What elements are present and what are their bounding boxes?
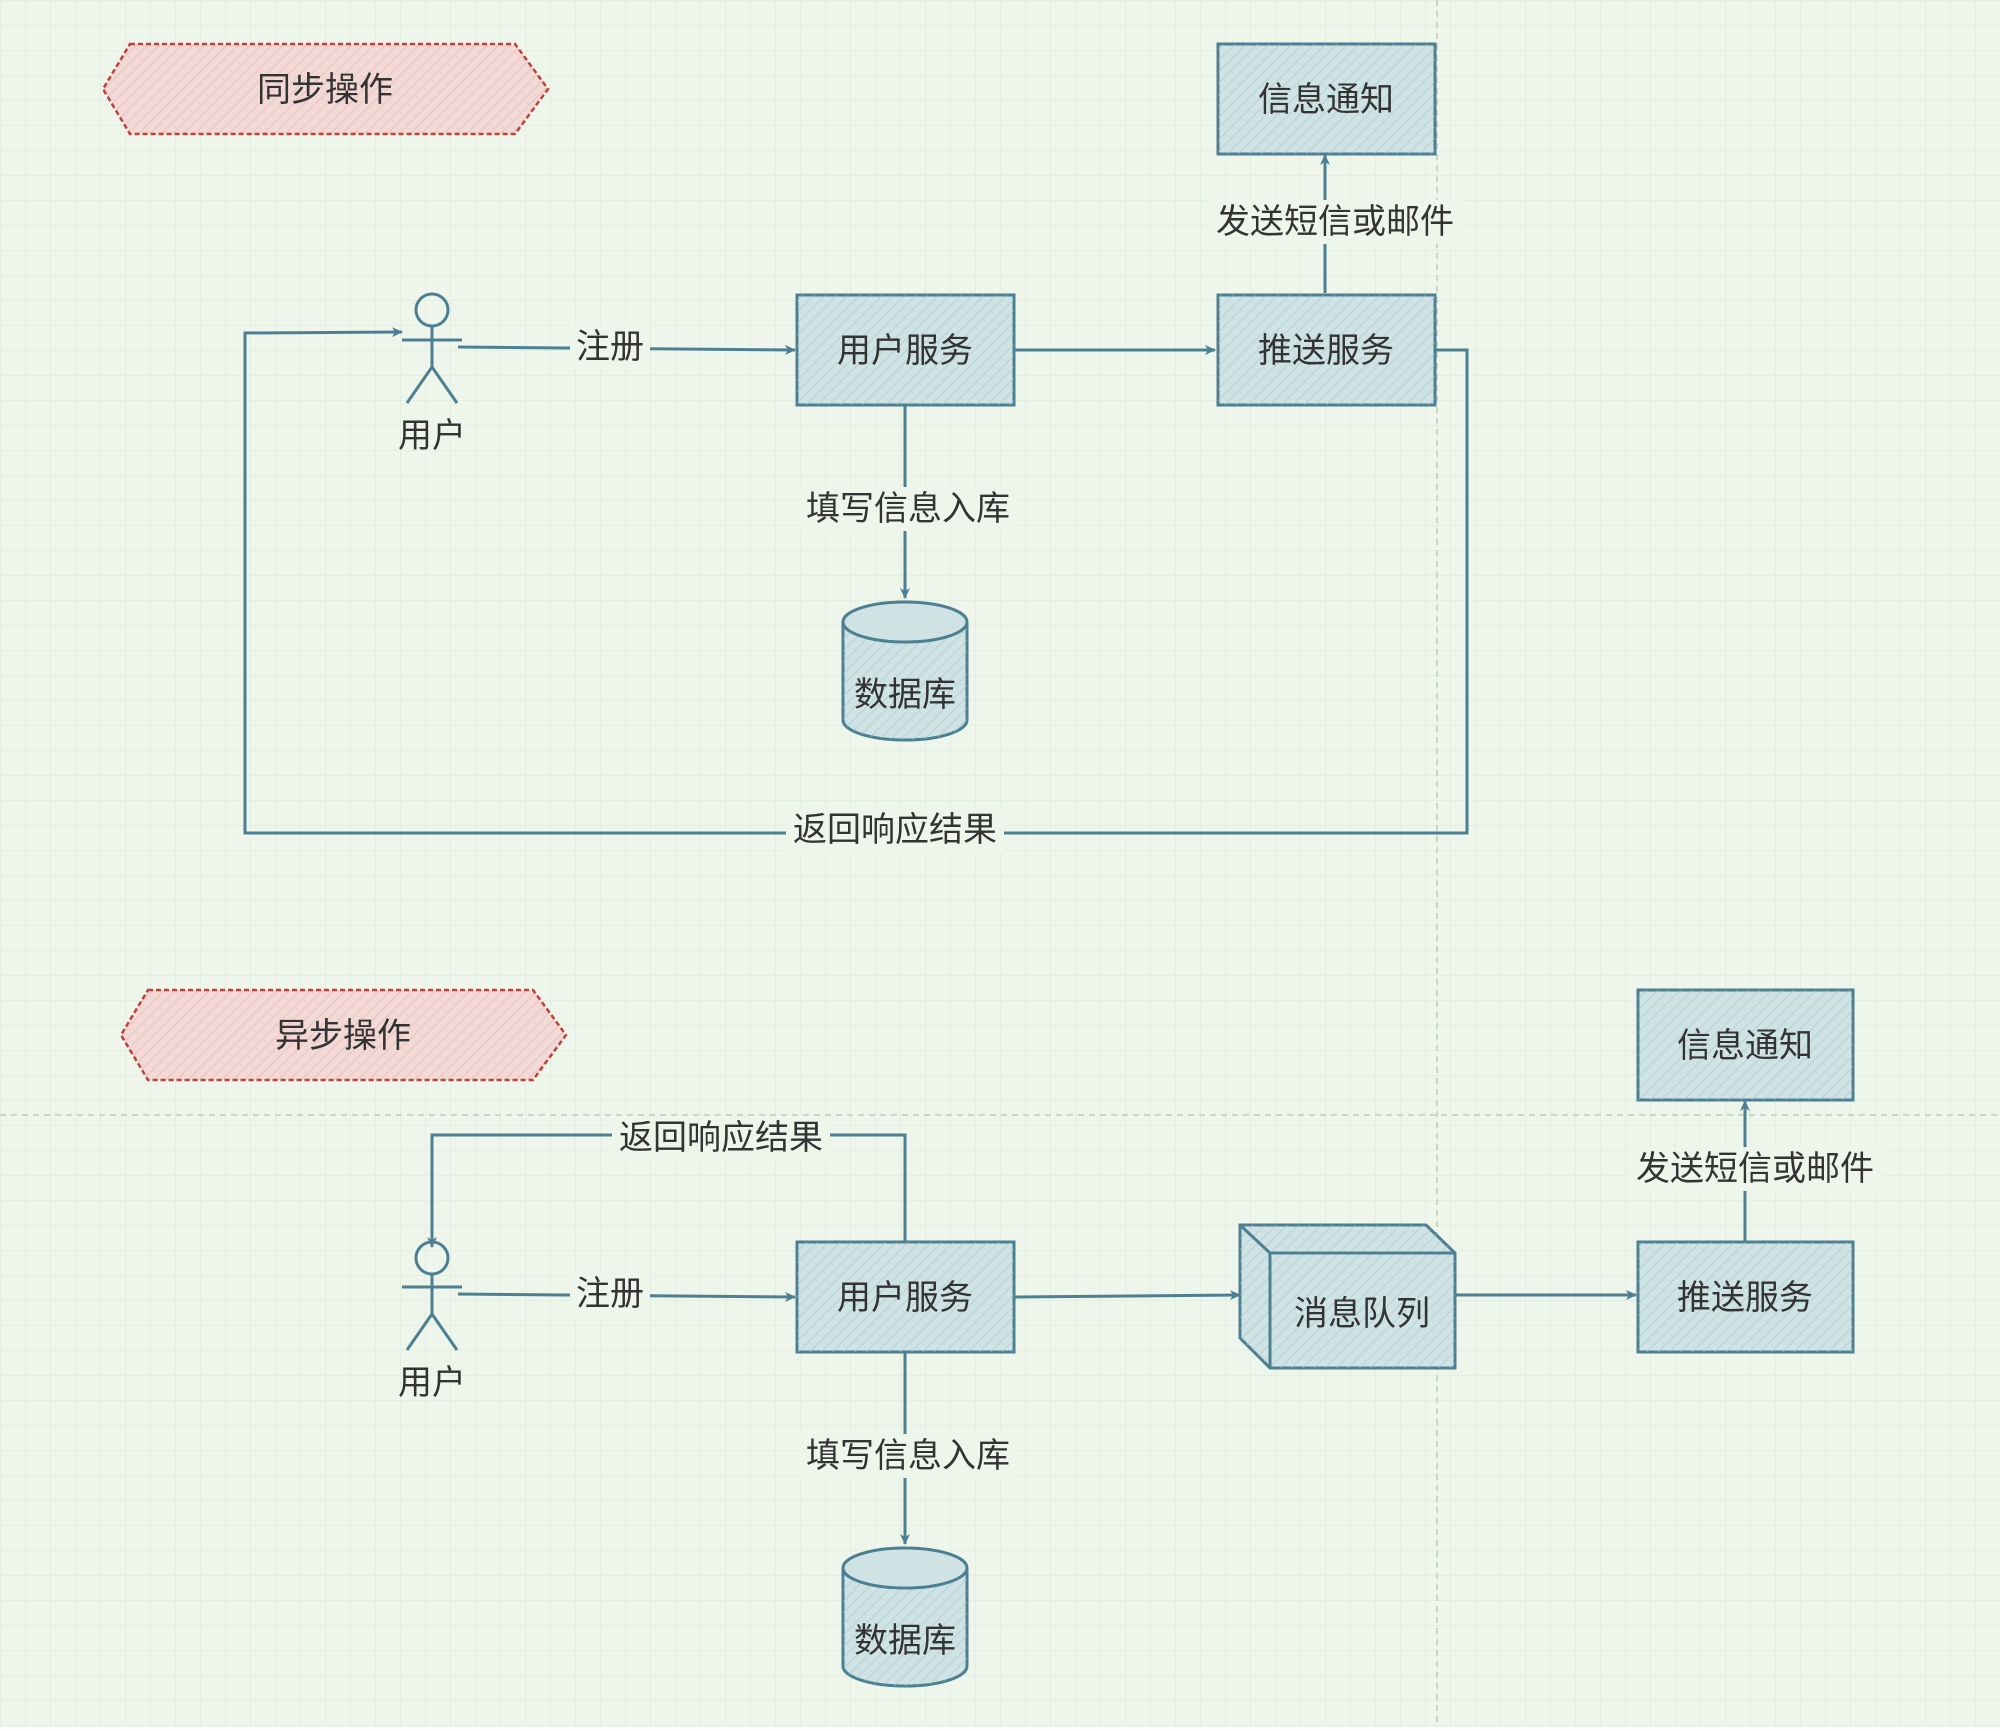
sync-push-service-box[interactable]: 推送服务 [1216, 293, 1437, 407]
async-push-service-label: 推送服务 [1677, 1278, 1813, 1318]
async-notify-label: 信息通知 [1677, 1026, 1813, 1066]
async-queue-label: 消息队列 [1294, 1294, 1430, 1334]
sync-database[interactable]: 数据库 [841, 600, 969, 742]
sync-notify-label: 信息通知 [1258, 80, 1394, 120]
sync-db-write-label: 填写信息入库 [806, 489, 1010, 529]
sync-send-label: 发送短信或邮件 [1216, 202, 1454, 242]
async-database-label: 数据库 [854, 1621, 956, 1661]
async-service-to-queue-arrow [1014, 1290, 1241, 1301]
async-tag: 异步操作 [119, 988, 568, 1082]
sync-user-service-label: 用户服务 [837, 331, 973, 371]
async-send-label: 发送短信或邮件 [1636, 1149, 1874, 1189]
async-db-write-label: 填写信息入库 [806, 1436, 1010, 1476]
sync-register-label: 注册 [576, 327, 644, 367]
database-top [841, 1546, 969, 1590]
async-database[interactable]: 数据库 [841, 1546, 969, 1688]
sync-user-service-box[interactable]: 用户服务 [795, 293, 1016, 407]
async-user-label: 用户 [398, 1363, 466, 1403]
async-notify-box[interactable]: 信息通知 [1636, 988, 1855, 1102]
async-user-service-box[interactable]: 用户服务 [795, 1240, 1016, 1354]
async-push-service-box[interactable]: 推送服务 [1636, 1240, 1855, 1354]
async-register-label: 注册 [576, 1274, 644, 1314]
sync-user-label: 用户 [398, 416, 466, 456]
async-return-label: 返回响应结果 [619, 1118, 823, 1158]
sync-user-actor [402, 292, 462, 404]
async-queue-box[interactable]: 消息队列 [1238, 1223, 1457, 1370]
async-user-actor [402, 1240, 462, 1351]
async-tag-label: 异步操作 [275, 1016, 411, 1056]
sync-notify-box[interactable]: 信息通知 [1216, 42, 1437, 156]
sync-push-service-label: 推送服务 [1258, 331, 1394, 371]
database-top [841, 600, 969, 644]
sync-tag: 同步操作 [101, 42, 550, 136]
sync-tag-label: 同步操作 [257, 70, 393, 110]
sync-database-label: 数据库 [854, 675, 956, 715]
async-user-service-label: 用户服务 [837, 1278, 973, 1318]
sync-return-label: 返回响应结果 [793, 810, 997, 850]
